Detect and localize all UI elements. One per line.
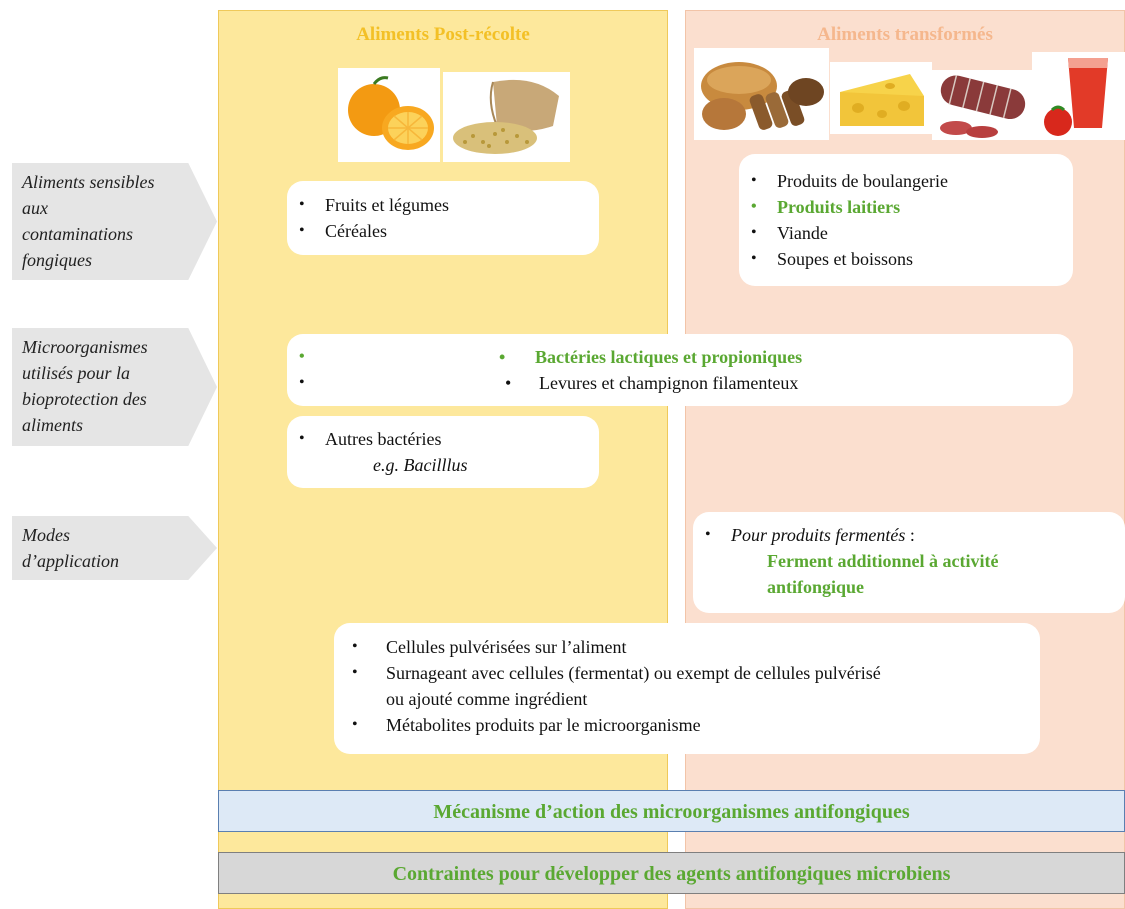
row-label-microorganisms: Microorganismes utilisés pour la bioprot…: [12, 328, 217, 446]
processed-column: Aliments transformés: [685, 10, 1125, 909]
list-item-text: antifongique: [767, 577, 865, 597]
list-item: • Levures et champignon filamenteux: [287, 370, 1073, 396]
bread-icon: [694, 48, 829, 140]
list-item: Métabolites produits par le microorganis…: [334, 712, 1006, 738]
list-item: Pour produits fermentés :: [693, 522, 1125, 548]
list-item: Surnageant avec cellules (fermentat) ou …: [334, 660, 1006, 686]
list-item-text: Levures et champignon filamenteux: [539, 373, 799, 393]
list-item-highlight: • Bactéries lactiques et propioniques: [287, 344, 1073, 370]
list-item-text: Ferment additionnel à activité: [767, 551, 999, 571]
constraints-bar: Contraintes pour développer des agents a…: [218, 852, 1125, 894]
processed-foods-box: Produits de boulangerie Produits laitier…: [739, 154, 1073, 286]
list-item-suffix: :: [905, 525, 915, 545]
row-label-line: Aliments sensibles: [22, 172, 155, 192]
list-item: Autres bactéries: [287, 426, 599, 452]
list-item: Fruits et légumes: [287, 192, 599, 218]
orange-icon: [338, 68, 440, 162]
row-label-line: Microorganismes: [22, 337, 148, 357]
fermented-products-box: Pour produits fermentés : Ferment additi…: [693, 512, 1125, 613]
list-item-text: Pour produits fermentés: [731, 525, 906, 545]
row-label-line: fongiques: [22, 250, 92, 270]
row-label-line: contaminations: [22, 224, 133, 244]
row-label-line: d’application: [22, 551, 119, 571]
cheese-icon: [830, 62, 932, 134]
list-item-highlight: antifongique: [693, 574, 1125, 600]
list-item-text: Bactéries lactiques et propioniques: [535, 347, 803, 367]
list-item: Soupes et boissons: [739, 246, 1073, 272]
application-modes-box: Cellules pulvérisées sur l’aliment Surna…: [334, 623, 1040, 754]
list-item: Cellules pulvérisées sur l’aliment: [334, 634, 1006, 660]
row-label-application-modes: Modes d’application: [12, 516, 217, 580]
shared-microorganisms-box: • Bactéries lactiques et propioniques • Le…: [287, 334, 1073, 406]
bullet-icon: •: [499, 347, 506, 367]
row-label-line: aliments: [22, 415, 83, 435]
list-item-highlight: Produits laitiers: [739, 194, 1073, 220]
row-label-line: aux: [22, 198, 48, 218]
postharvest-column-title: Aliments Post-récolte: [356, 24, 530, 45]
list-item: Produits de boulangerie: [739, 168, 1073, 194]
row-label-line: utilisés pour la: [22, 363, 131, 383]
mechanism-bar: Mécanisme d’action des microorganismes a…: [218, 790, 1125, 832]
row-label-line: Modes: [22, 525, 70, 545]
postharvest-foods-box: Fruits et légumes Céréales: [287, 181, 599, 255]
tomato-juice-icon: [1032, 52, 1125, 140]
processed-column-title: Aliments transformés: [817, 24, 993, 45]
other-bacteria-box: Autres bactéries e.g. Bacilllus: [287, 416, 599, 488]
row-label-line: bioprotection des: [22, 389, 147, 409]
list-item: Viande: [739, 220, 1073, 246]
list-item: Céréales: [287, 218, 599, 244]
grain-sack-icon: [443, 72, 570, 162]
list-item-continuation: ou ajouté comme ingrédient: [386, 689, 588, 709]
bullet-icon: •: [505, 373, 512, 393]
sausage-icon: [932, 70, 1032, 140]
list-item-highlight: Ferment additionnel à activité: [693, 548, 1125, 574]
example-text: e.g. Bacilllus: [373, 455, 468, 475]
row-label-sensitive-foods: Aliments sensibles aux contaminations fo…: [12, 163, 217, 280]
